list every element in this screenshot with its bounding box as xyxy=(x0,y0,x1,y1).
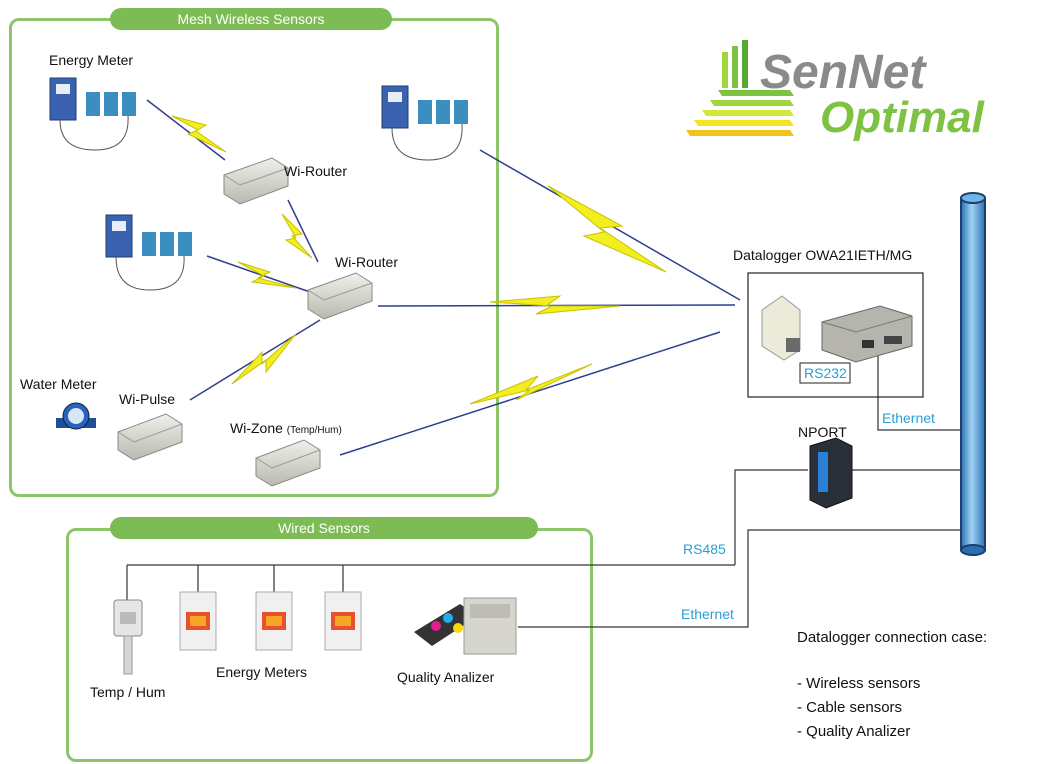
legend-item: - Quality Analizer xyxy=(797,723,911,740)
logo-stripes-icon xyxy=(686,40,794,136)
network-backbone-icon xyxy=(960,192,986,556)
sennet-optimal-logo: SenNet Optimal xyxy=(680,45,990,145)
energy-meter-wired-icon xyxy=(255,591,293,651)
rs232-label: RS232 xyxy=(804,365,847,381)
wi-zone-label: Wi-Zone (Temp/Hum) xyxy=(230,420,342,436)
temp-hum-sensor-icon xyxy=(113,599,143,675)
ethernet-label-bottom: Ethernet xyxy=(681,606,734,622)
legend-title: Datalogger connection case: xyxy=(797,629,988,646)
legend-item: - Cable sensors xyxy=(797,699,903,716)
legend-item: - Wireless sensors xyxy=(797,675,921,692)
energy-meter-wired-icon xyxy=(179,591,217,651)
quality-analizer-label: Quality Analizer xyxy=(397,669,495,685)
wireless-sensors-title: Mesh Wireless Sensors xyxy=(110,8,392,30)
logo-line-1: SenNet xyxy=(760,46,926,99)
energy-meter-icon xyxy=(105,214,192,291)
legend: Datalogger connection case: - Wireless s… xyxy=(797,626,987,744)
wired-sensors-title: Wired Sensors xyxy=(110,517,538,539)
datalogger-label: Datalogger OWA21IETH/MG xyxy=(733,247,913,263)
water-meter-label: Water Meter xyxy=(20,376,97,392)
ethernet-label-top: Ethernet xyxy=(882,410,935,426)
wi-router-device-icon xyxy=(307,272,373,320)
energy-meters-label: Energy Meters xyxy=(216,664,308,680)
wi-router-label: Wi-Router xyxy=(284,163,348,179)
energy-meter-wired-icon xyxy=(324,591,362,651)
temp-hum-label: Temp / Hum xyxy=(90,684,166,700)
wi-zone-name: Wi-Zone xyxy=(230,420,283,436)
wi-router-device-icon xyxy=(223,157,289,205)
rs232-frame xyxy=(799,362,851,384)
wireless-links xyxy=(146,99,741,456)
lightning-bolt-icons xyxy=(171,115,667,405)
rs232-adapter-icon xyxy=(761,295,801,361)
datalogger-frame xyxy=(747,272,924,398)
rs485-label: RS485 xyxy=(683,541,726,557)
nport-device-icon xyxy=(809,437,853,509)
cables xyxy=(126,352,961,628)
energy-meter-icon xyxy=(49,77,136,151)
datalogger-device-icon xyxy=(821,305,913,363)
energy-meter-icon xyxy=(381,85,468,161)
wi-pulse-label: Wi-Pulse xyxy=(119,391,176,407)
wi-pulse-device-icon xyxy=(117,413,183,461)
quality-analizer-icon xyxy=(414,597,517,655)
wi-router-label: Wi-Router xyxy=(335,254,399,270)
logo-line-2: Optimal xyxy=(820,93,984,142)
nport-label: NPORT xyxy=(798,424,847,440)
energy-meter-label: Energy Meter xyxy=(49,52,134,68)
wi-zone-subtitle: (Temp/Hum) xyxy=(286,425,342,436)
wi-zone-device-icon xyxy=(255,439,321,487)
water-meter-icon xyxy=(56,402,96,430)
